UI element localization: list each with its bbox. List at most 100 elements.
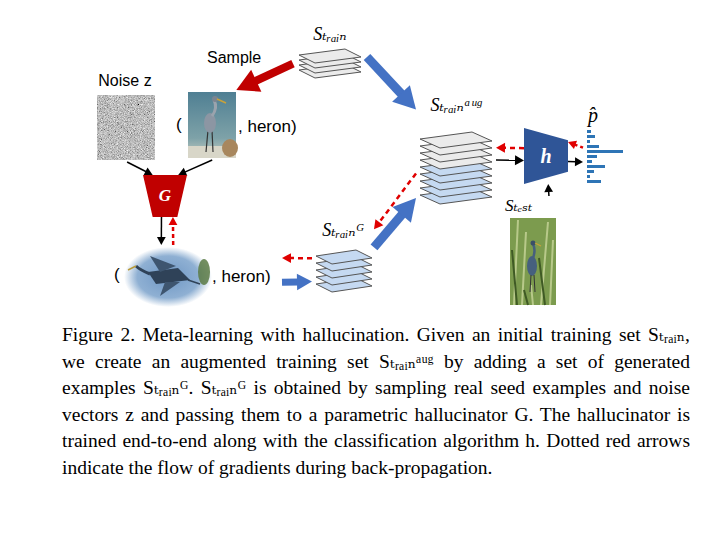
- prediction-histogram: p̂: [583, 104, 627, 188]
- dataset-stack: Sₜᵣₐᵢₙ: [293, 24, 367, 84]
- connector-line: [161, 217, 163, 238]
- arrow-head: [236, 70, 261, 92]
- bar: [587, 155, 597, 158]
- connector-line: [290, 257, 312, 260]
- generator-trapezoid: G: [143, 175, 187, 217]
- connector-line: [374, 213, 403, 247]
- class-text: , heron): [212, 267, 271, 287]
- connector-line: [172, 224, 175, 245]
- connector-line: [496, 159, 516, 161]
- dataset-stack: Sₜᵣₐᵢₙᵃᵘᵍ: [416, 95, 496, 207]
- generated-foliage: [198, 259, 210, 285]
- sheet: [299, 49, 361, 63]
- photo-rock: [222, 139, 238, 157]
- connector-line: [504, 147, 524, 150]
- arrow-head: [374, 219, 383, 229]
- trapezoid-fill: [524, 128, 568, 184]
- forward-arrow: [496, 155, 524, 165]
- forward-arrow: [157, 217, 166, 245]
- heron-wing: [160, 282, 180, 296]
- prediction-label: p̂: [588, 104, 598, 127]
- arrow-head: [515, 155, 524, 165]
- test-image: Sₜₑₛₜ: [503, 196, 559, 306]
- classifier-trapezoid: h: [524, 128, 568, 184]
- generated-sky: [124, 247, 212, 307]
- heron-leg: [530, 275, 531, 292]
- noise-label: Noise z: [98, 72, 151, 90]
- arrow-head: [575, 157, 583, 166]
- heron-neck: [533, 244, 535, 258]
- add-arrow: [367, 57, 416, 110]
- connector-line: [185, 160, 212, 172]
- arrow-head: [393, 198, 416, 223]
- photo-grass: [514, 220, 553, 305]
- stack-label: Sₜᵣₐᵢₙ: [313, 24, 346, 45]
- connector-line: [575, 145, 583, 148]
- class-text: , heron): [238, 117, 297, 137]
- stack-label: Sₜᵣₐᵢₙᵃᵘᵍ: [431, 95, 482, 116]
- heron-neck: [212, 100, 216, 116]
- bar: [587, 175, 590, 178]
- gradient-arrow: [169, 217, 178, 245]
- gradient-arrow: [496, 143, 524, 153]
- heron-body: [148, 268, 190, 284]
- bar: [587, 170, 594, 173]
- classifier-label: h: [540, 145, 551, 168]
- bar: [587, 160, 592, 163]
- bar: [587, 130, 591, 133]
- heron-wing: [150, 256, 176, 272]
- add-arrow: [282, 274, 312, 290]
- bar: [587, 140, 590, 143]
- sheet: [316, 250, 372, 264]
- heron-leg: [534, 275, 535, 292]
- sheet: [420, 132, 492, 148]
- arrow-head: [392, 85, 416, 109]
- generator-label: G: [159, 186, 171, 206]
- sample-arrow: [236, 64, 293, 92]
- arrow-head: [169, 217, 178, 225]
- stack-sheets: [299, 49, 361, 78]
- gradient-arrow: [282, 253, 312, 263]
- bar: [587, 145, 599, 148]
- connector-line: [127, 162, 146, 172]
- dataset-stack: Sₜᵣₐᵢₙᴳ: [312, 220, 374, 298]
- edge-label: Sample: [205, 49, 263, 67]
- photo-ground: [510, 218, 556, 305]
- gradient-arrow: [374, 173, 416, 229]
- paren-text: (: [114, 265, 120, 285]
- test-label: Sₜₑₛₜ: [505, 196, 532, 216]
- generated-image: [124, 247, 212, 307]
- arrow-head: [282, 253, 291, 263]
- arrow-head: [568, 141, 577, 149]
- heron-neck: [136, 266, 150, 274]
- heron-photo: [188, 92, 238, 158]
- stack-sheets: [316, 250, 372, 292]
- heron-beak: [217, 99, 226, 103]
- paren-text: (: [176, 115, 182, 135]
- photo-grass: [512, 250, 545, 305]
- forward-arrow: [568, 157, 583, 166]
- gradient-arrow: [568, 141, 583, 149]
- heron-leg: [188, 280, 200, 284]
- bar: [587, 180, 601, 183]
- heron-leg: [206, 130, 208, 152]
- arrow-head: [297, 274, 312, 290]
- arrow-head: [544, 184, 553, 192]
- arrow-head: [496, 143, 505, 153]
- heron-body: [527, 256, 537, 276]
- arrow-head: [157, 237, 166, 245]
- test-photo: [510, 218, 556, 305]
- heron-head: [531, 241, 536, 246]
- noise-image: [97, 95, 155, 160]
- input-arrow: [127, 162, 153, 175]
- stack-sheets: [420, 132, 492, 204]
- bar: [587, 150, 623, 153]
- heron-beak: [535, 243, 541, 246]
- histogram-bars: [587, 130, 623, 183]
- figure-caption: Figure 2. Meta-learning with hallucinati…: [62, 322, 690, 482]
- connector-line: [568, 161, 576, 163]
- input-arrow: [178, 160, 212, 176]
- sample-pair: ( , heron): [172, 90, 306, 160]
- generated-pair: ( , heron): [112, 245, 282, 307]
